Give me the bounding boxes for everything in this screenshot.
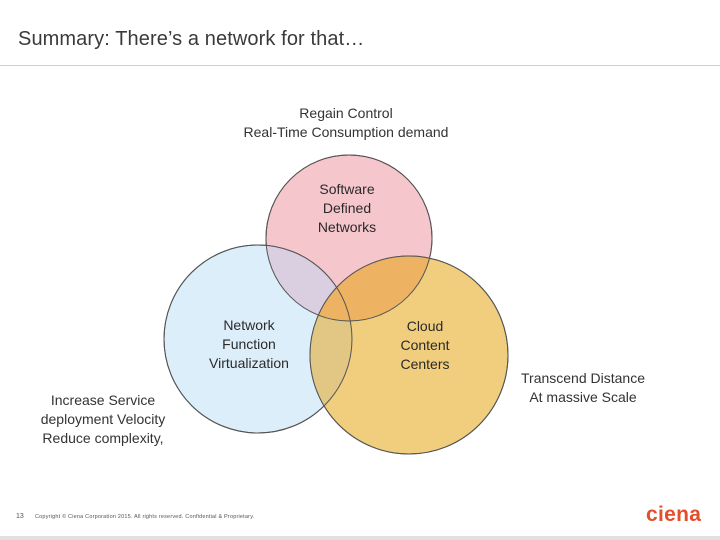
sdn-cloud-overlap — [310, 256, 432, 321]
sdn-label: Software Defined Networks — [317, 181, 377, 235]
nfv-label: Network Function Virtualization — [209, 317, 289, 371]
slide-title: Summary: There’s a network for that… — [18, 28, 365, 50]
sdn-nfv-overlap — [266, 245, 352, 321]
right-annotation: Transcend Distance At massive Scale — [521, 370, 645, 405]
ciena-logo: ciena — [646, 503, 702, 526]
title-divider — [0, 65, 720, 66]
footer-bar — [0, 536, 720, 540]
page-number: 13 — [16, 513, 24, 520]
left-annotation: Increase Service deployment Velocity Red… — [40, 392, 166, 446]
copyright-notice: Copyright © Ciena Corporation 2015. All … — [35, 514, 255, 520]
cloud-label: Cloud Content Centers — [400, 318, 450, 372]
top-annotation: Regain Control Real-Time Consumption dem… — [243, 105, 449, 140]
